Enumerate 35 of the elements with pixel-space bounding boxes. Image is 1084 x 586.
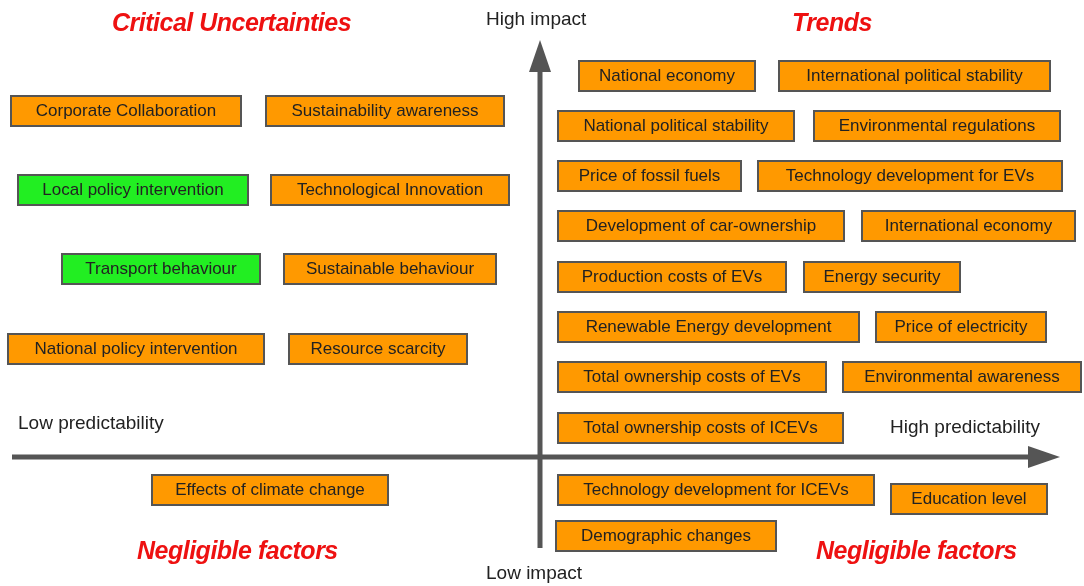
factor-box: Corporate Collaboration [10,95,242,127]
factor-box: Total ownership costs of EVs [557,361,827,393]
axis-label: Low impact [486,562,583,584]
factor-box: Environmental awareness [842,361,1082,393]
factor-box: Transport behaviour [61,253,261,285]
factor-box: National policy intervention [7,333,265,365]
factor-box: Development of car-ownership [557,210,845,242]
factor-box: Effects of climate change [151,474,389,506]
axis-label: High predictability [890,416,1040,438]
quadrant-title: Critical Uncertainties [112,8,352,37]
quadrant-title: Negligible factors [137,536,338,565]
factor-box: Sustainable behaviour [283,253,497,285]
factor-box: Energy security [803,261,961,293]
factor-box: Renewable Energy development [557,311,860,343]
factor-box: Resource scarcity [288,333,468,365]
quadrant-title: Negligible factors [816,536,1017,565]
factor-box: Technological Innovation [270,174,510,206]
factor-box: Local policy intervention [17,174,249,206]
factor-box: National economy [578,60,756,92]
factor-box: Price of fossil fuels [557,160,742,192]
factor-box: Total ownership costs of ICEVs [557,412,844,444]
axis-label: Low predictability [18,412,164,434]
factor-box: Environmental regulations [813,110,1061,142]
factor-box: Technology development for ICEVs [557,474,875,506]
factor-box: International economy [861,210,1076,242]
factor-box: Price of electricity [875,311,1047,343]
factor-box: International political stability [778,60,1051,92]
factor-box: Demographic changes [555,520,777,552]
factor-box: National political stability [557,110,795,142]
axis-label: High impact [486,8,587,30]
quadrant-title: Trends [792,8,872,37]
factor-box: Technology development for EVs [757,160,1063,192]
factor-box: Sustainability awareness [265,95,505,127]
factor-box: Education level [890,483,1048,515]
factor-box: Production costs of EVs [557,261,787,293]
